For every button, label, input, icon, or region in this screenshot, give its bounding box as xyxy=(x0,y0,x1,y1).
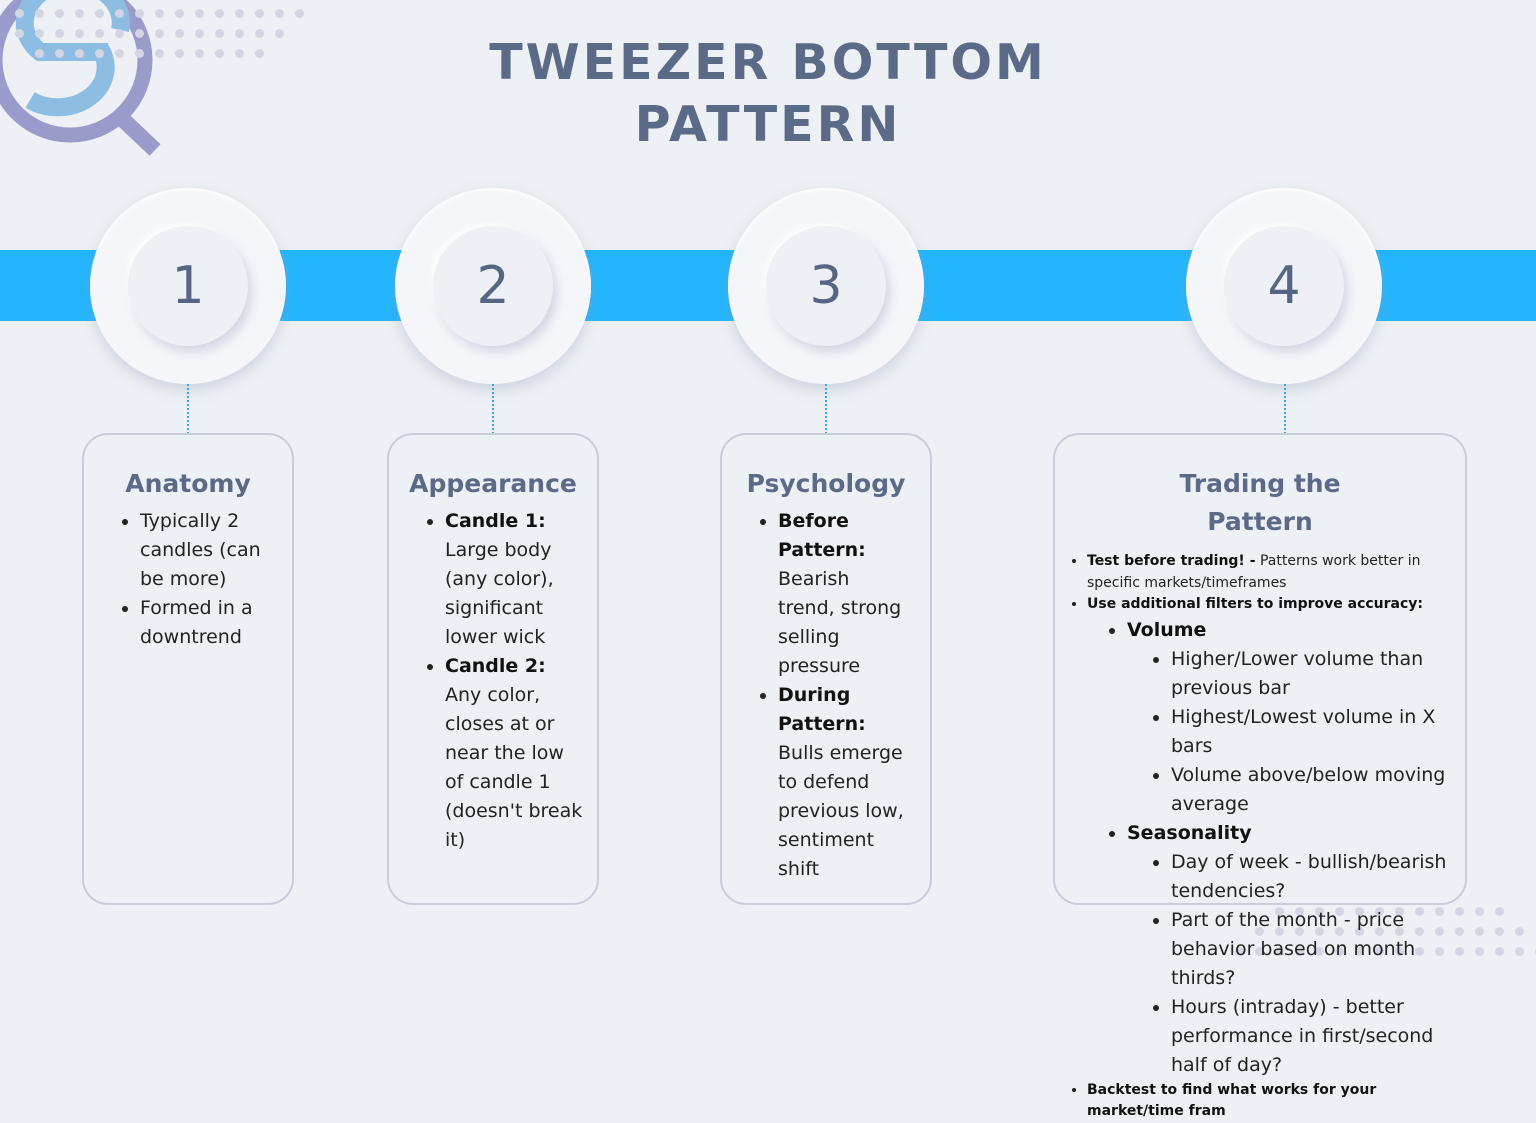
list-item: During Pattern: Bulls emerge to defend p… xyxy=(778,681,910,884)
list-item: Highest/Lowest volume in X bars xyxy=(1171,703,1451,761)
connector-line xyxy=(492,384,494,434)
connector-line xyxy=(825,384,827,434)
list-item: Typically 2 candles (can be more) xyxy=(140,507,278,594)
card-appearance: Appearance Candle 1: Large body (any col… xyxy=(387,433,599,905)
step-number: 1 xyxy=(171,256,205,316)
card-heading: Appearance xyxy=(409,469,577,498)
step-number: 4 xyxy=(1267,256,1301,316)
list-item: Test before trading! - Patterns work bet… xyxy=(1087,551,1451,594)
list-item: Backtest to find what works for your mar… xyxy=(1087,1080,1451,1123)
list-item: Volume above/below moving average xyxy=(1171,761,1451,819)
step-circle-1: 1 xyxy=(90,188,286,384)
list-item: Hours (intraday) - better performance in… xyxy=(1171,993,1451,1080)
list-item: Part of the month - price behavior based… xyxy=(1171,906,1451,993)
step-number: 2 xyxy=(476,256,510,316)
page-title: TWEEZER BOTTOM PATTERN xyxy=(0,32,1536,156)
list-item: Day of week - bullish/bearish tendencies… xyxy=(1171,848,1451,906)
card-heading-line-2: Pattern xyxy=(1207,507,1313,536)
list-item: Seasonality Day of week - bullish/bearis… xyxy=(1127,819,1451,1080)
list-item: Before Pattern: Bearish trend, strong se… xyxy=(778,507,910,681)
card-heading-line-1: Trading the xyxy=(1179,469,1341,498)
step-circle-4: 4 xyxy=(1186,188,1382,384)
list-item: Higher/Lower volume than previous bar xyxy=(1171,645,1451,703)
title-line-2: PATTERN xyxy=(634,96,902,153)
card-anatomy: Anatomy Typically 2 candles (can be more… xyxy=(82,433,294,905)
card-heading: Psychology xyxy=(746,469,906,498)
card-heading: Anatomy xyxy=(125,469,251,498)
card-psychology: Psychology Before Pattern: Bearish trend… xyxy=(720,433,932,905)
list-item: Formed in a downtrend xyxy=(140,594,278,652)
list-item: Candle 1: Large body (any color), signif… xyxy=(445,507,583,652)
card-trading: Trading the Pattern Test before trading!… xyxy=(1053,433,1467,1119)
list-item: Volume Higher/Lower volume than previous… xyxy=(1127,616,1451,819)
list-item: Candle 2: Any color, closes at or near t… xyxy=(445,652,583,855)
list-item: Use additional filters to improve accura… xyxy=(1087,594,1451,1080)
connector-line xyxy=(1284,384,1286,434)
step-circle-3: 3 xyxy=(728,188,924,384)
sq-logo-icon xyxy=(0,0,161,156)
step-circle-2: 2 xyxy=(395,188,591,384)
step-number: 3 xyxy=(809,256,843,316)
connector-line xyxy=(187,384,189,434)
title-line-1: TWEEZER BOTTOM xyxy=(489,34,1047,91)
